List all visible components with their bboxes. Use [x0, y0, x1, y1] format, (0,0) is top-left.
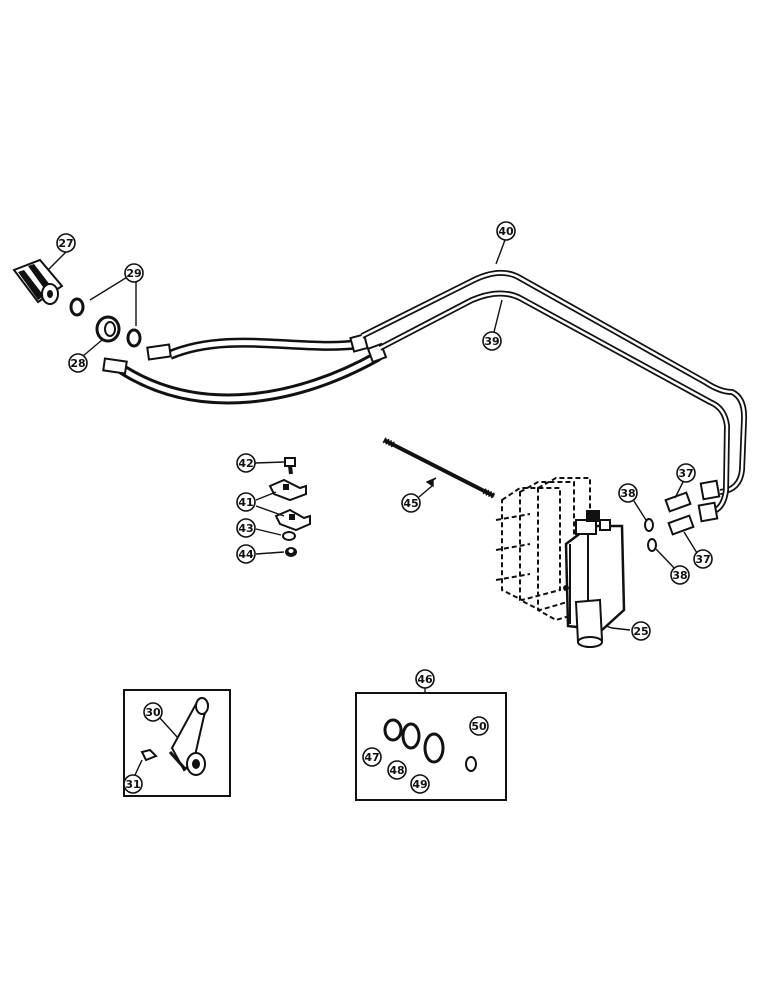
- callout-41-label: 41: [238, 496, 253, 509]
- leader-lines: [47, 239, 698, 776]
- callout-50-label: 50: [471, 720, 487, 733]
- callout-42-label: 42: [238, 457, 253, 470]
- callout-46-label: 46: [417, 673, 433, 686]
- callout-30: 30: [143, 702, 163, 722]
- hydraulic-hoses: [102, 333, 388, 405]
- seal-part-47: [383, 718, 403, 742]
- callout-47: 47: [362, 747, 382, 767]
- callout-50: 50: [469, 716, 489, 736]
- callout-47-label: 47: [364, 751, 379, 764]
- clamp-hardware: [268, 457, 311, 557]
- callout-44-label: 44: [238, 548, 254, 561]
- callout-43-label: 43: [238, 522, 253, 535]
- callout-29: 29: [124, 263, 144, 283]
- callout-43: 43: [236, 518, 256, 538]
- washer-part-29-upper: [69, 297, 85, 317]
- seal-part-48: [401, 722, 421, 750]
- o-ring-part-38-upper: [644, 518, 654, 532]
- control-valve-part-25: [495, 477, 626, 648]
- callout-25-label: 25: [633, 625, 648, 638]
- inset-box-linkage: [123, 689, 231, 797]
- callout-48: 48: [387, 760, 407, 780]
- callout-31: 31: [123, 774, 143, 794]
- steel-tubes: [360, 269, 748, 523]
- callout-25: 25: [631, 621, 651, 641]
- callout-38-lower-label: 38: [672, 569, 687, 582]
- callout-45-label: 45: [403, 497, 418, 510]
- callout-27-label: 27: [58, 237, 73, 250]
- callout-48-label: 48: [389, 764, 404, 777]
- callout-28-label: 28: [70, 357, 85, 370]
- callout-38-lower: 38: [670, 565, 690, 585]
- callout-39-label: 39: [484, 335, 499, 348]
- callout-27: 27: [56, 233, 76, 253]
- callout-31-label: 31: [125, 778, 140, 791]
- callout-49: 49: [410, 774, 430, 794]
- washer-part-29-lower: [126, 328, 142, 348]
- callout-38-upper: 38: [618, 483, 638, 503]
- seal-part-50: [465, 756, 477, 772]
- inset-box-seal-kit: [355, 692, 507, 801]
- callout-38-upper-label: 38: [620, 487, 635, 500]
- tie-rod-part-45: [382, 437, 496, 499]
- fittings-part-37: [664, 491, 695, 536]
- callout-40-label: 40: [498, 225, 514, 238]
- callout-30-label: 30: [145, 706, 161, 719]
- callout-45: 45: [401, 493, 421, 513]
- callout-46: 46: [415, 669, 435, 689]
- o-ring-part-38-lower: [647, 538, 657, 552]
- coupler-part-27: [12, 258, 64, 305]
- nut-part-28: [95, 315, 121, 343]
- callout-40: 40: [496, 221, 516, 241]
- callout-42: 42: [236, 453, 256, 473]
- callout-39: 39: [482, 331, 502, 351]
- callout-37-lower: 37: [693, 549, 713, 569]
- callout-49-label: 49: [412, 778, 427, 791]
- callout-44: 44: [236, 544, 256, 564]
- callout-37-upper: 37: [676, 463, 696, 483]
- callout-41: 41: [236, 492, 256, 512]
- callout-37-lower-label: 37: [695, 553, 710, 566]
- callout-37-upper-label: 37: [678, 467, 693, 480]
- seal-part-49: [423, 732, 445, 764]
- callout-28: 28: [68, 353, 88, 373]
- callout-29-label: 29: [126, 267, 141, 280]
